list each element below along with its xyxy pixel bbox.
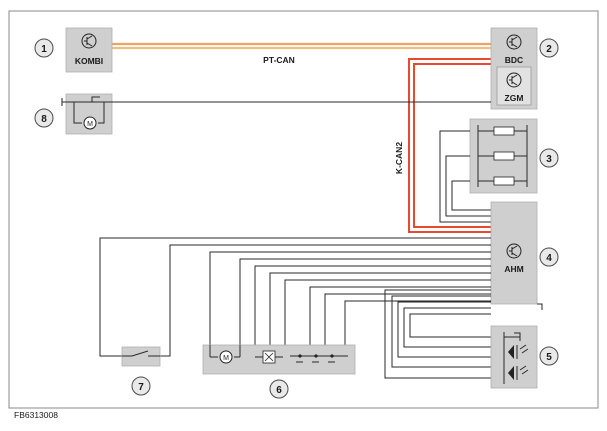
- callout-8: 8: [34, 108, 54, 128]
- svg-text:M: M: [223, 355, 229, 362]
- led-icon: [508, 366, 514, 380]
- lamp-module: [490, 325, 538, 389]
- ahm-output-wires: [99, 237, 491, 357]
- switch-module-7: [121, 346, 161, 367]
- bdc-label: BDC: [505, 55, 523, 65]
- svg-text:5: 5: [546, 352, 552, 363]
- callout-4: 4: [539, 247, 559, 267]
- fuse-icon: [493, 151, 515, 161]
- figure-code: FB6313008: [14, 410, 58, 420]
- kombi-module: [65, 27, 113, 73]
- kombi-label: KOMBI: [75, 56, 103, 66]
- bdc-module: [490, 27, 538, 110]
- transistor-symbol-icon: [81, 33, 97, 49]
- fuse-icon: [493, 176, 515, 186]
- svg-text:8: 8: [41, 114, 47, 125]
- k-can2-bus: [408, 58, 491, 233]
- transistor-symbol-icon: [506, 243, 522, 259]
- svg-text:6: 6: [276, 385, 282, 396]
- svg-text:1: 1: [41, 44, 47, 55]
- transistor-symbol-icon: [506, 34, 522, 50]
- callout-5: 5: [539, 346, 559, 366]
- switch-icon: [131, 350, 149, 357]
- callout-1: 1: [34, 38, 54, 58]
- svg-text:3: 3: [546, 154, 552, 165]
- callout-2: 2: [539, 38, 559, 58]
- motor-icon: [219, 350, 233, 364]
- callout-7: 7: [131, 376, 151, 396]
- led-icon: [508, 345, 514, 359]
- fuse-icon: [493, 126, 515, 136]
- zgm-label: ZGM: [505, 93, 524, 103]
- svg-text:7: 7: [138, 382, 144, 393]
- ahm-module: [490, 201, 543, 310]
- ahm-label: AHM: [504, 264, 523, 274]
- svg-text:M: M: [87, 121, 93, 128]
- callout-6: 6: [269, 379, 289, 399]
- fuse-to-ahm-wires: [439, 130, 491, 223]
- callout-3: 3: [539, 148, 559, 168]
- fuse-module: [469, 118, 538, 194]
- pt-can-bus: [112, 42, 491, 50]
- motor-icon: [83, 116, 97, 130]
- svg-text:2: 2: [546, 44, 552, 55]
- k-can2-label: K-CAN2: [394, 142, 404, 174]
- motor-module-8: M: [61, 93, 491, 135]
- svg-text:4: 4: [546, 253, 552, 264]
- transistor-symbol-icon: [506, 72, 522, 88]
- ahm-to-lamp-wires: [384, 289, 500, 379]
- pt-can-label: PT-CAN: [263, 55, 295, 65]
- actuator-module-6: M: [202, 344, 356, 375]
